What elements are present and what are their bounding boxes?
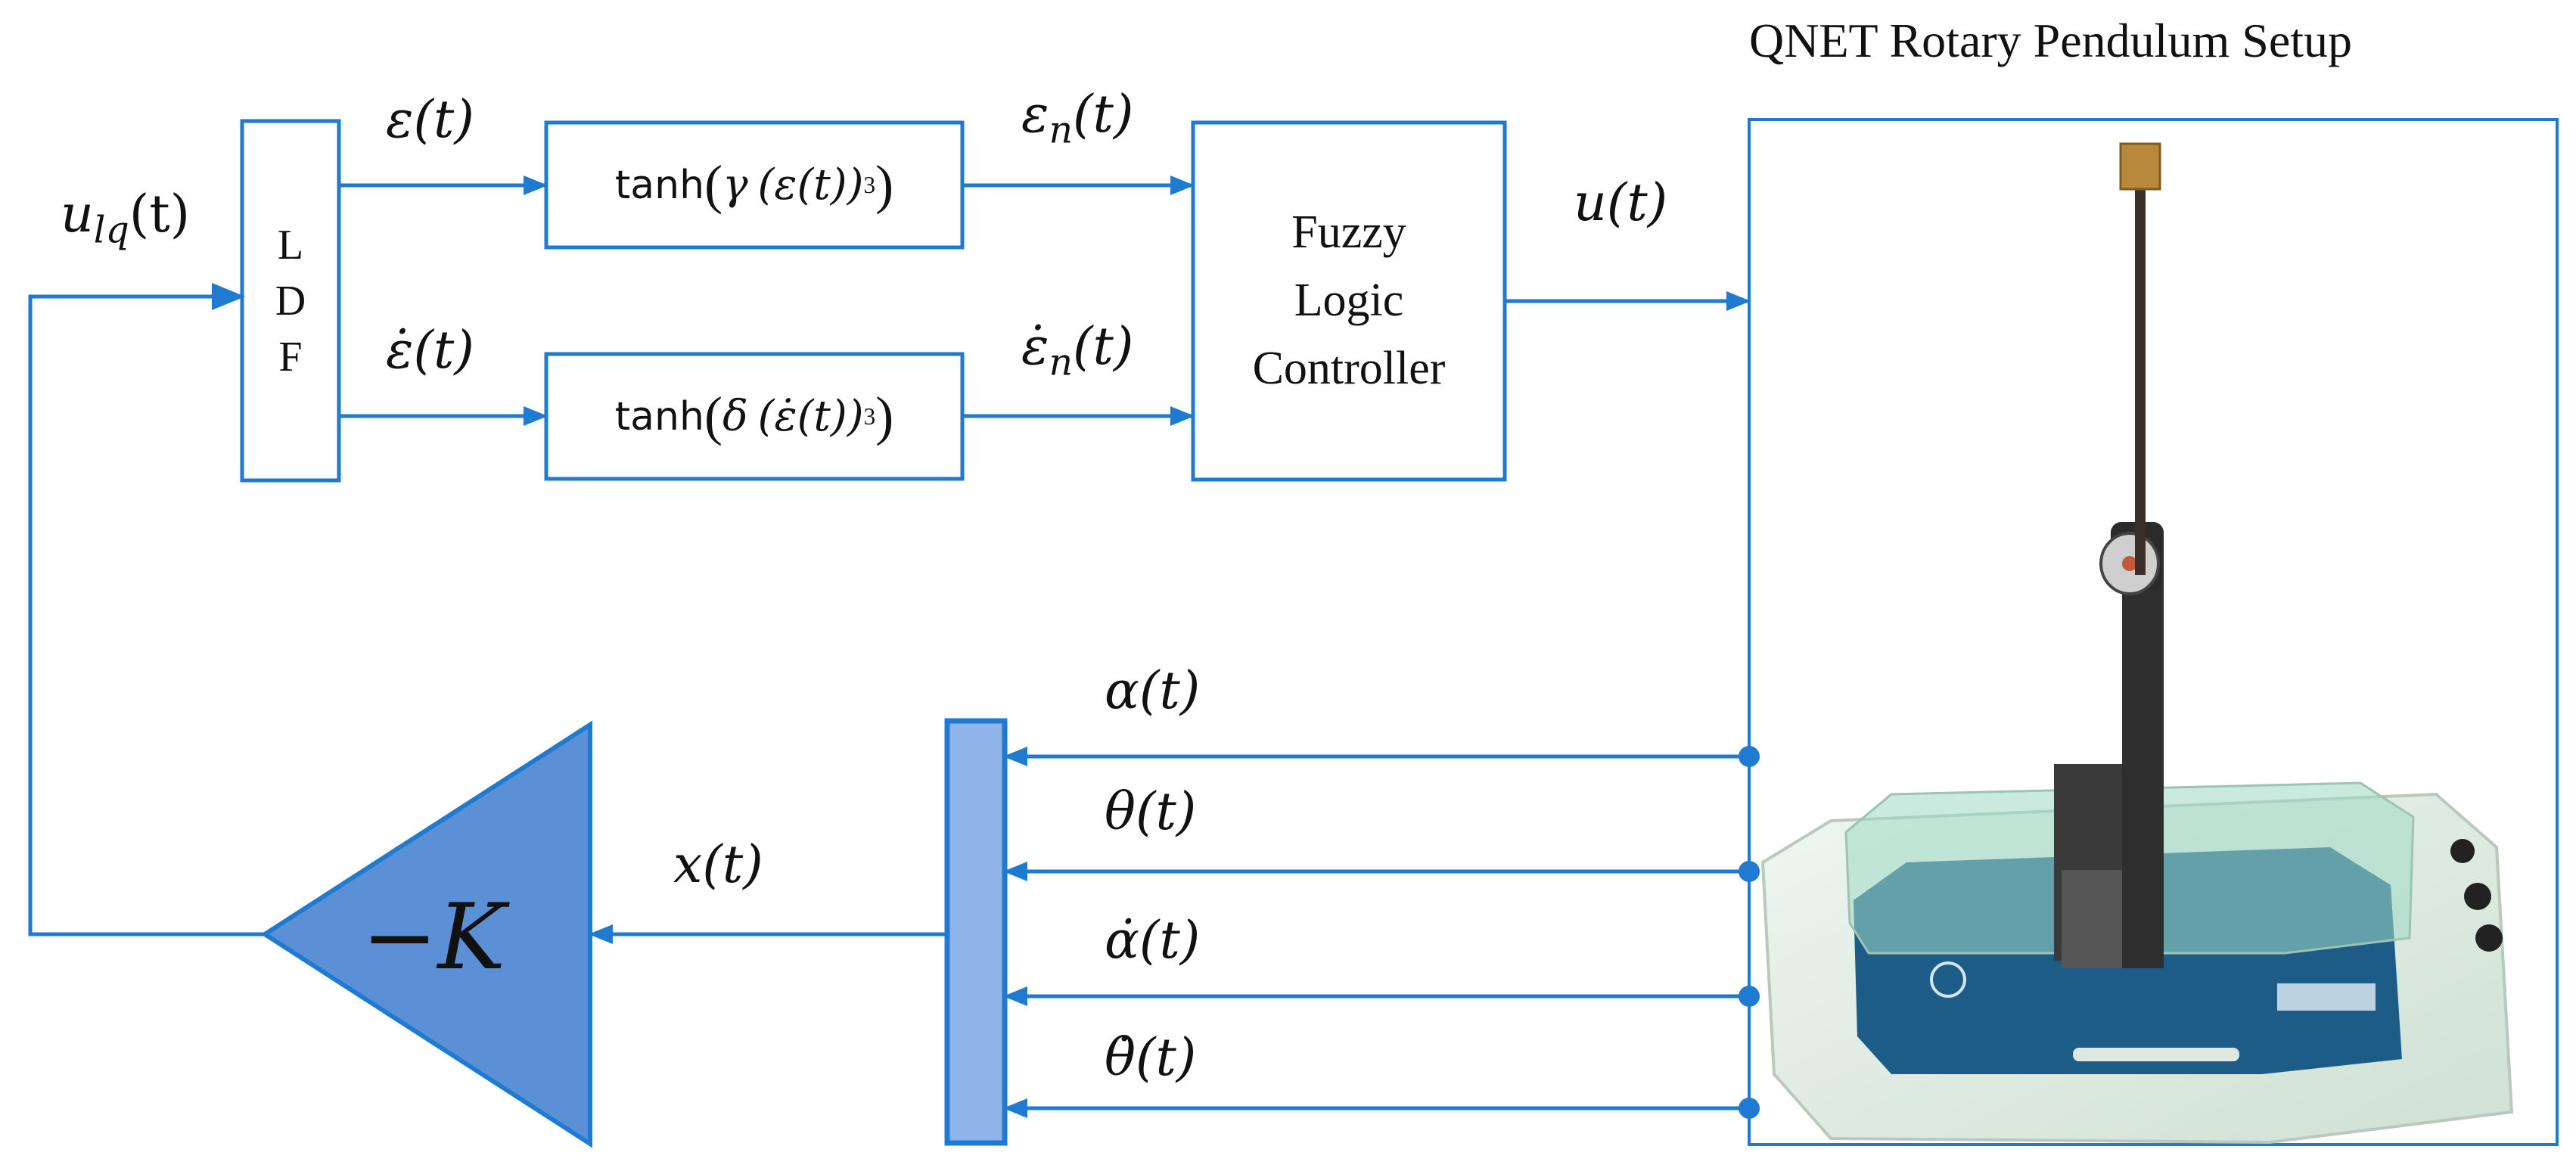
signal-theta: θ(t) [1105,782,1197,842]
epsilon-n-arg: (t) [1073,85,1134,144]
signal-x: x(t) [673,835,763,895]
u-lq-arg: (t) [129,185,191,244]
ldf-letter-f: F [278,333,303,380]
tanh-gamma-text: tanh(γ (ε(t))3) [614,154,894,215]
signal-epsilon-dot: ε̇(t) [386,321,474,380]
ldf-letter-d: D [275,277,306,325]
signal-alpha-dot: α̇(t) [1105,911,1201,971]
epsilon-n-sub: n [1049,108,1074,152]
tanh-delta-block [544,352,965,481]
signal-epsilon: ε(t) [386,90,474,150]
ldf-label: L D F [242,121,339,480]
tanh-delta-inner: (ε̇(t)) [757,392,864,441]
signal-u-lq: ulq(t) [61,189,190,250]
signal-u: u(t) [1574,173,1668,233]
junction-dot-theta-dot [1739,1098,1760,1119]
junction-dot-alpha [1739,746,1760,767]
fuzzy-logic-controller-block [1191,120,1507,482]
signal-epsilon-dot-n: ε̇n(t) [1021,321,1133,382]
tanh-gamma-coef: γ [722,160,748,210]
tanh-delta-coef: δ [722,392,748,441]
flc-label: Fuzzy Logic Controller [1193,123,1505,480]
ldf-letter-l: L [277,221,304,269]
setup-title: QNET Rotary Pendulum Setup [1749,14,2352,67]
tanh-gamma-block [544,120,965,250]
tanh-delta-power: 3 [863,402,876,430]
flc-line-3: Controller [1252,342,1446,394]
epsilon-dot-n-base: ε̇ [1021,317,1049,377]
junction-dot-theta [1739,861,1760,882]
u-lq-base: u [61,185,94,244]
u-lq-sub: lq [93,208,129,252]
epsilon-dot-n-arg: (t) [1073,317,1134,377]
signal-epsilon-n: εn(t) [1021,89,1133,150]
tanh-gamma-power: 3 [863,171,876,198]
flc-line-1: Fuzzy [1291,207,1406,259]
signal-theta-dot: θ̇(t) [1105,1028,1197,1088]
junction-dot-alpha-dot [1739,986,1760,1007]
tanh-delta-fn: tanh [614,393,704,440]
gain-label: −K [362,885,506,990]
tanh-delta-text: tanh(δ (ε̇(t))3) [614,386,894,446]
mux-bar [944,718,1008,1146]
epsilon-dot-n-sub: n [1049,340,1074,384]
feedback-line-to-ldf [28,283,265,936]
signal-alpha: α(t) [1105,661,1201,721]
epsilon-n-base: ε [1021,85,1049,144]
tanh-gamma-fn: tanh [614,162,705,208]
tanh-gamma-inner: (ε(t)) [757,160,864,210]
flc-line-2: Logic [1294,275,1404,327]
rotary-pendulum-photo [1760,142,2514,1145]
